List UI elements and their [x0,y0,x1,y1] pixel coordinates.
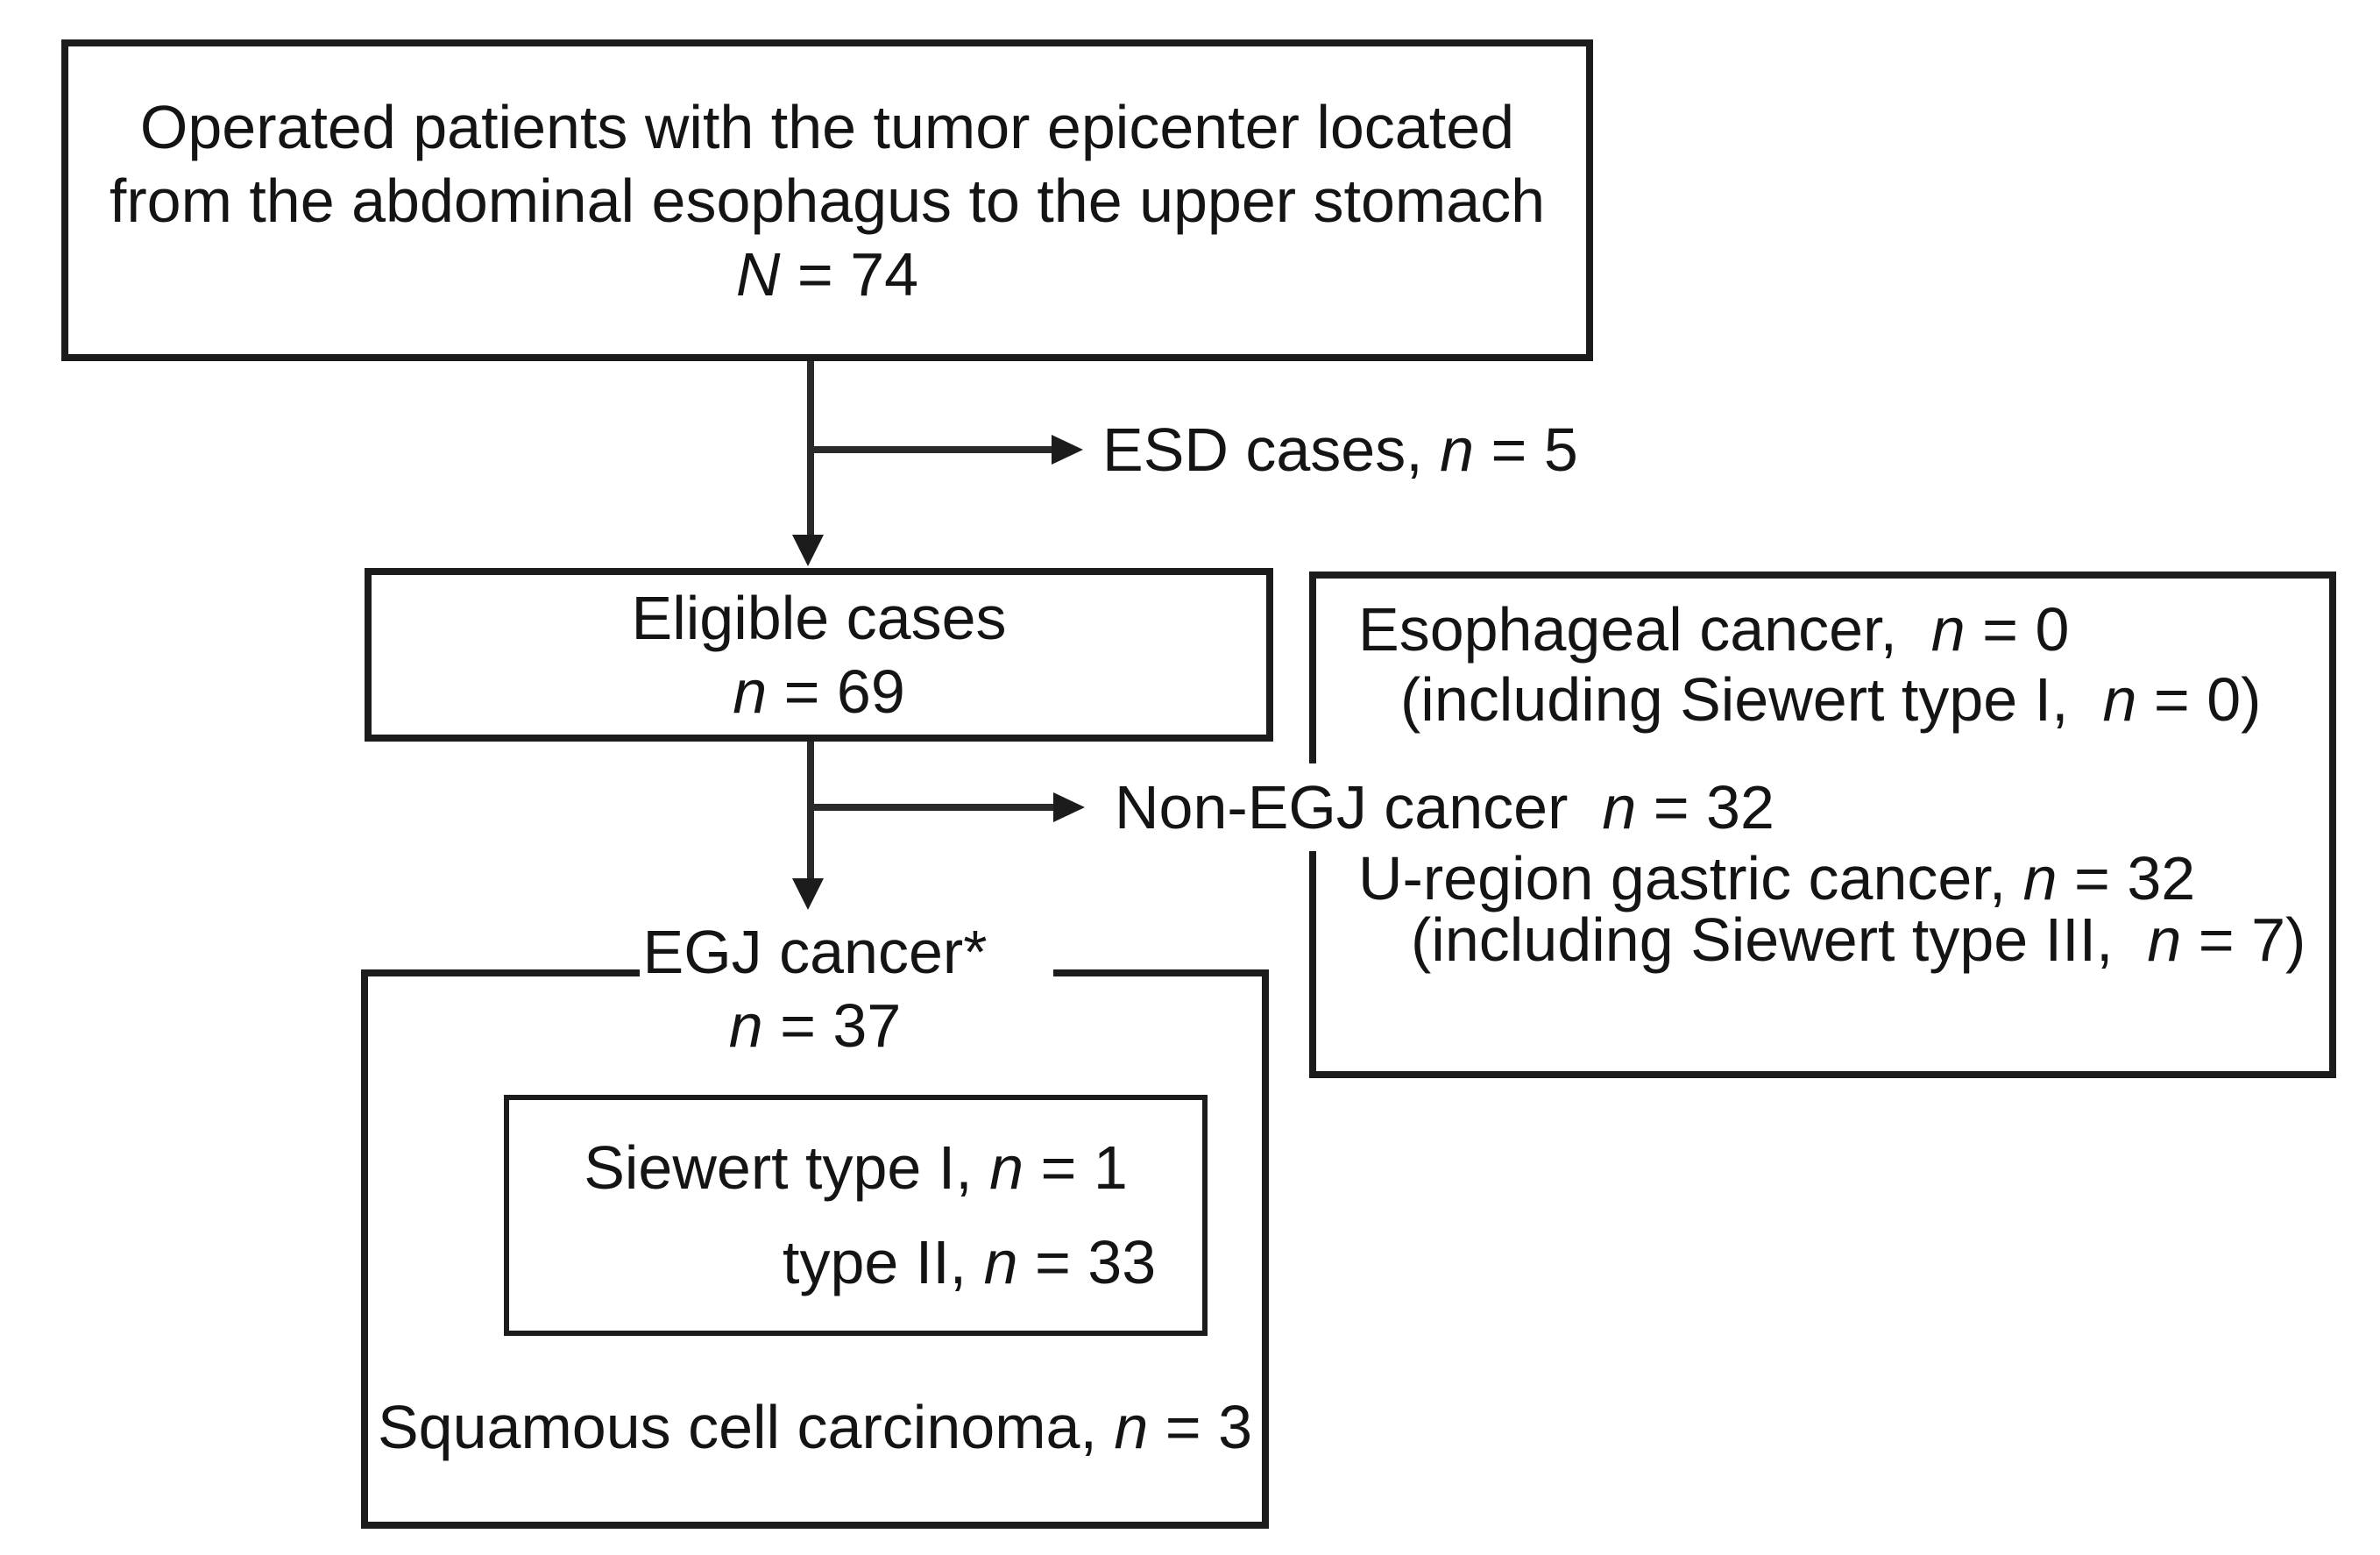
connector-non-egj-branch [811,804,1053,811]
enrollment-line-2: from the abdominal esophagus to the uppe… [109,166,1546,235]
arrow-right-esd-icon [1052,435,1083,465]
squamous-label: Squamous cell carcinoma, n = 3 [377,1393,1253,1461]
connector-esd-branch [811,446,1054,453]
egj-box-top-border-left [361,969,640,976]
esd-cases-label: ESD cases, n = 5 [1102,415,1578,484]
egj-box-top-border-right [1053,969,1269,976]
eligible-cases-box: Eligible cases n = 69 [365,568,1273,742]
arrow-down-to-egj-icon [792,878,824,910]
eligible-count: n = 69 [733,657,905,726]
arrow-down-to-eligible-icon [792,535,824,566]
egj-count: n = 37 [728,991,902,1060]
enrollment-count: N = 74 [735,239,919,309]
exclusion-uregion-label: U-region gastric cancer, n = 32 [1358,844,2196,912]
siewert-type1-label: Siewert type I, n = 1 [584,1133,1128,1202]
non-egj-cancer-label: Non-EGJ cancer n = 32 [1115,763,1801,851]
enrollment-box: Operated patients with the tumor epicent… [61,39,1593,361]
siewert-type-box [504,1095,1208,1336]
exclusion-esophageal-label: Esophageal cancer, n = 0 [1358,595,2070,664]
siewert-type2-label: type II, n = 33 [783,1228,1157,1296]
egj-title: EGJ cancer* [642,918,988,986]
enrollment-line-1: Operated patients with the tumor epicent… [139,92,1515,161]
exclusion-siewert3-label: (including Siewert type III, n = 7) [1411,905,2306,974]
eligible-title: Eligible cases [631,584,1007,652]
connector-eligible-to-egj [807,742,814,880]
arrow-right-non-egj-icon [1053,792,1085,822]
exclusion-siewert1-label: (including Siewert type I, n = 0) [1400,665,2262,734]
